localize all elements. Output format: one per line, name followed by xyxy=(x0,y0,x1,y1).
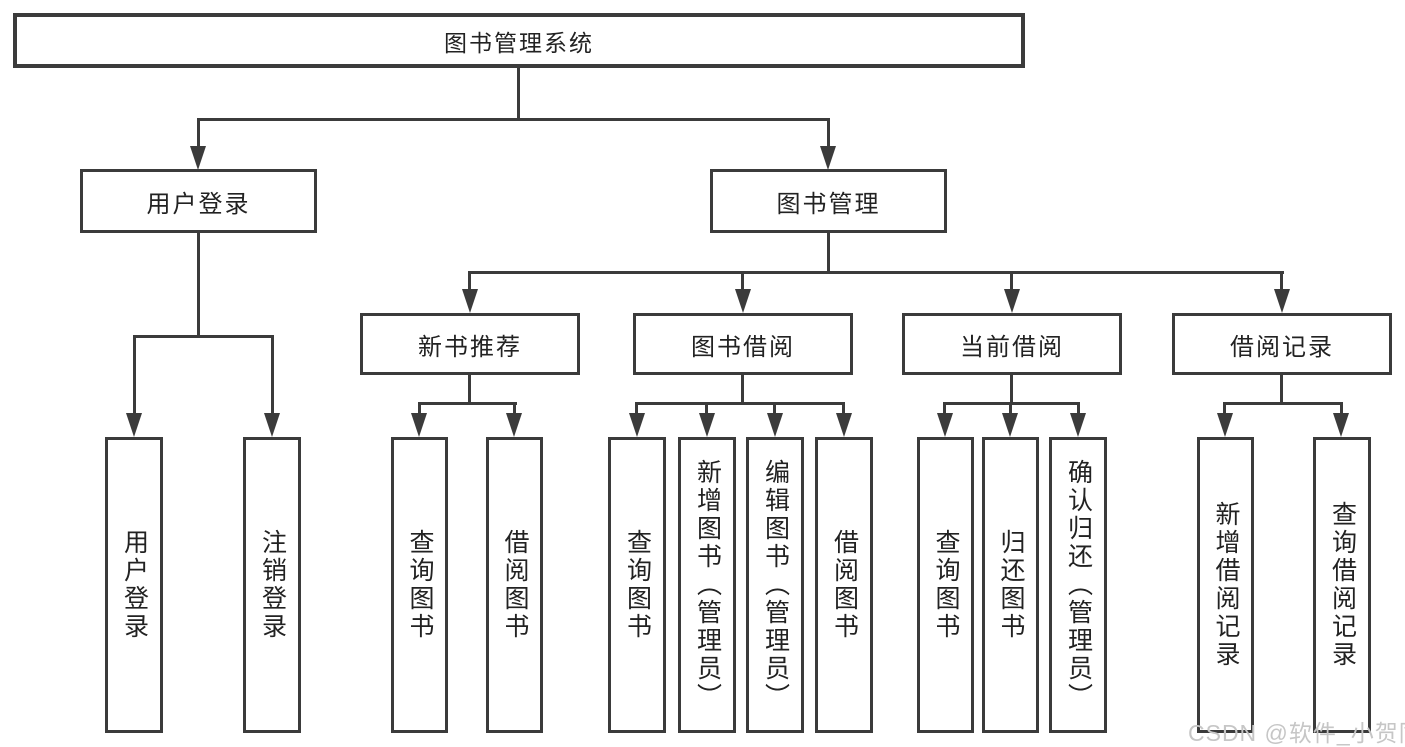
connector-stem-user-login xyxy=(197,118,200,148)
node-current-borrowing: 当前借阅 xyxy=(902,313,1122,375)
csdn-watermark: CSDN @软件_小贺同学 xyxy=(1188,720,1405,746)
connector-stem xyxy=(513,402,516,416)
node-book-management: 图书管理 xyxy=(710,169,947,233)
connector-stem-currentborrow xyxy=(1010,271,1013,291)
connector-stem-borrowrecords xyxy=(1280,271,1283,291)
connector-groupE-rail xyxy=(1223,402,1343,405)
connector-stem xyxy=(842,402,845,416)
leaf-query-books-borrow: 查询图书 xyxy=(608,437,666,733)
arrow-down-icon xyxy=(411,413,427,437)
connector-level1-rail xyxy=(197,118,830,121)
connector-root-drop xyxy=(517,67,520,120)
leaf-return-books: 归还图书 xyxy=(982,437,1039,733)
connector-groupE-drop xyxy=(1280,374,1283,404)
connector-stem xyxy=(1077,402,1080,416)
connector-stem xyxy=(1009,402,1012,416)
connector-stem xyxy=(773,402,776,416)
arrow-down-icon xyxy=(126,413,142,437)
node-new-book-recommendation: 新书推荐 xyxy=(360,313,580,375)
arrow-down-icon xyxy=(1217,413,1233,437)
node-user-login-group: 用户登录 xyxy=(80,169,317,233)
arrow-down-icon xyxy=(462,289,478,313)
node-library-system-root: 图书管理系统 xyxy=(13,13,1025,68)
arrow-down-icon xyxy=(506,413,522,437)
arrow-down-icon xyxy=(190,146,206,170)
leaf-user-login: 用户登录 xyxy=(105,437,163,733)
arrow-down-icon xyxy=(1274,289,1290,313)
connector-groupB-rail xyxy=(418,402,517,405)
connector-stem-bookborrow xyxy=(741,271,744,291)
arrow-down-icon xyxy=(735,289,751,313)
arrow-down-icon xyxy=(937,413,953,437)
connector-stem-newbook xyxy=(468,271,471,291)
arrow-down-icon xyxy=(1004,289,1020,313)
connector-stem xyxy=(1340,402,1343,416)
leaf-confirm-return-admin: 确认归还（管理员） xyxy=(1049,437,1107,733)
leaf-edit-book-admin: 编辑图书（管理员） xyxy=(746,437,804,733)
arrow-down-icon xyxy=(767,413,783,437)
connector-userlogin-rail xyxy=(133,335,274,338)
arrow-down-icon xyxy=(699,413,715,437)
arrow-down-icon xyxy=(1002,413,1018,437)
connector-stem xyxy=(1223,402,1226,416)
connector-groupD-drop xyxy=(1010,374,1013,404)
connector-stem-leaf-login xyxy=(133,335,136,415)
leaf-query-books-current: 查询图书 xyxy=(917,437,974,733)
connector-stem-book-mgmt xyxy=(827,118,830,148)
connector-stem xyxy=(635,402,638,416)
node-book-borrowing: 图书借阅 xyxy=(633,313,853,375)
connector-stem-leaf-logout xyxy=(271,335,274,415)
connector-groupC-drop xyxy=(741,374,744,404)
arrow-down-icon xyxy=(264,413,280,437)
connector-stem xyxy=(418,402,421,416)
leaf-borrow-books-recommend: 借阅图书 xyxy=(486,437,543,733)
leaf-borrow-books: 借阅图书 xyxy=(815,437,873,733)
leaf-logout: 注销登录 xyxy=(243,437,301,733)
arrow-down-icon xyxy=(820,146,836,170)
node-borrowing-records: 借阅记录 xyxy=(1172,313,1392,375)
connector-stem xyxy=(705,402,708,416)
connector-groupC-rail xyxy=(635,402,845,405)
connector-bookmgmt-drop xyxy=(827,232,830,273)
leaf-add-borrow-record: 新增借阅记录 xyxy=(1197,437,1254,733)
arrow-down-icon xyxy=(1070,413,1086,437)
arrow-down-icon xyxy=(1333,413,1349,437)
connector-groupB-drop xyxy=(468,374,471,404)
connector-stem xyxy=(943,402,946,416)
arrow-down-icon xyxy=(629,413,645,437)
leaf-add-book-admin: 新增图书（管理员） xyxy=(678,437,736,733)
leaf-query-books-recommend: 查询图书 xyxy=(391,437,448,733)
connector-level2-rail xyxy=(468,271,1284,274)
leaf-query-borrow-record: 查询借阅记录 xyxy=(1313,437,1371,733)
connector-userlogin-drop xyxy=(197,232,200,337)
arrow-down-icon xyxy=(836,413,852,437)
